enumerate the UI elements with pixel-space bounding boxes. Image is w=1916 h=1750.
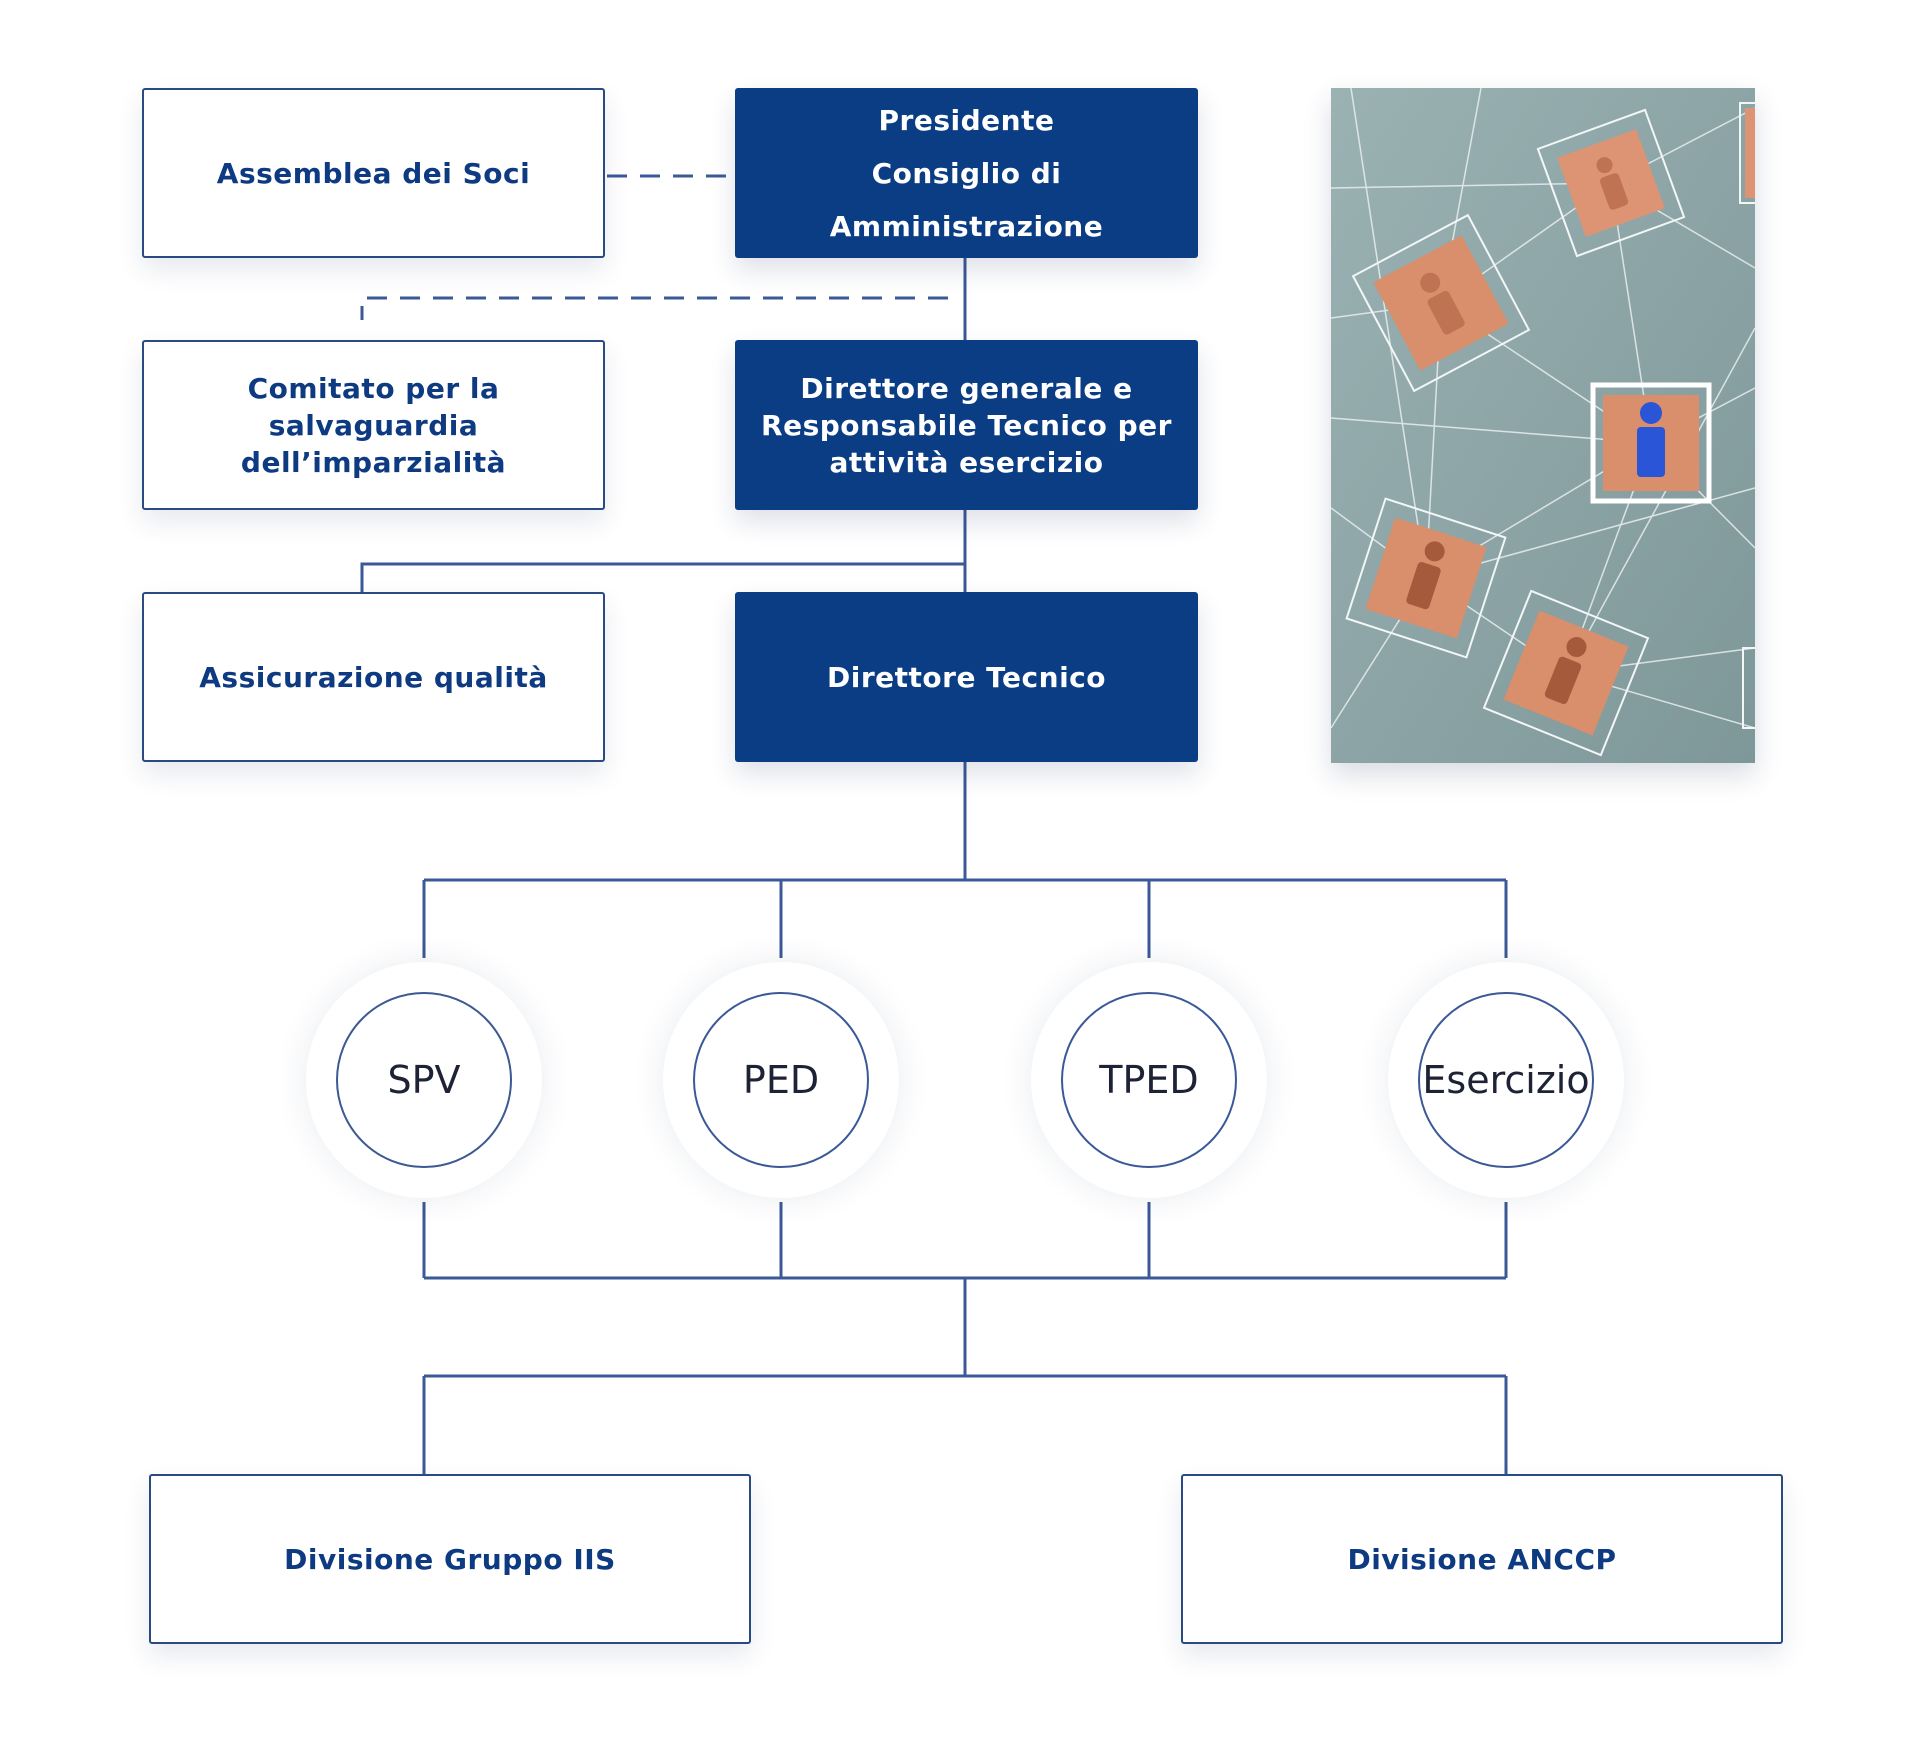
unit-ped: PED: [693, 992, 869, 1168]
person-icon: [1637, 402, 1665, 477]
wood-block-2: [1536, 108, 1686, 258]
comitato-label: Comitato per la salvaguardia dell’imparz…: [240, 371, 507, 479]
network-photo: [1331, 88, 1755, 763]
assicurazione-box: Assicurazione qualità: [142, 592, 605, 762]
connector-assicurazione: [360, 562, 965, 592]
unit-ped-label: PED: [742, 1058, 820, 1102]
assicurazione-label: Assicurazione qualità: [199, 660, 548, 694]
unit-esercizio-label: Esercizio: [1422, 1058, 1590, 1102]
comitato-box: Comitato per la salvaguardia dell’imparz…: [142, 340, 605, 510]
wood-block-edge: [1739, 102, 1755, 729]
wood-block-3: [1345, 497, 1507, 659]
divisione-anccp-label: Divisione ANCCP: [1347, 1542, 1617, 1576]
presidente-box: Presidente Consiglio di Amministrazione: [735, 88, 1198, 258]
wood-block-highlight: [1590, 382, 1712, 504]
presidente-label: Presidente Consiglio di Amministrazione: [829, 103, 1104, 243]
direttore-tecnico-box: Direttore Tecnico: [735, 592, 1198, 762]
unit-esercizio: Esercizio: [1418, 992, 1594, 1168]
divisione-iis-box: Divisione Gruppo IIS: [149, 1474, 751, 1644]
direttore-generale-box: Direttore generale e Responsabile Tecnic…: [735, 340, 1198, 510]
unit-spv: SPV: [336, 992, 512, 1168]
wood-block-1: [1351, 213, 1531, 393]
direttore-generale-label: Direttore generale e Responsabile Tecnic…: [761, 371, 1172, 479]
unit-tped: TPED: [1061, 992, 1237, 1168]
unit-tped-label: TPED: [1099, 1058, 1199, 1102]
assemblea-label: Assemblea dei Soci: [216, 156, 531, 190]
divisione-anccp-box: Divisione ANCCP: [1181, 1474, 1783, 1644]
assemblea-box: Assemblea dei Soci: [142, 88, 605, 258]
divisione-iis-label: Divisione Gruppo IIS: [284, 1542, 616, 1576]
direttore-tecnico-label: Direttore Tecnico: [826, 660, 1107, 694]
unit-spv-label: SPV: [387, 1058, 461, 1102]
wood-block-4: [1482, 589, 1650, 757]
dashed-connector-comitato: [360, 296, 948, 320]
